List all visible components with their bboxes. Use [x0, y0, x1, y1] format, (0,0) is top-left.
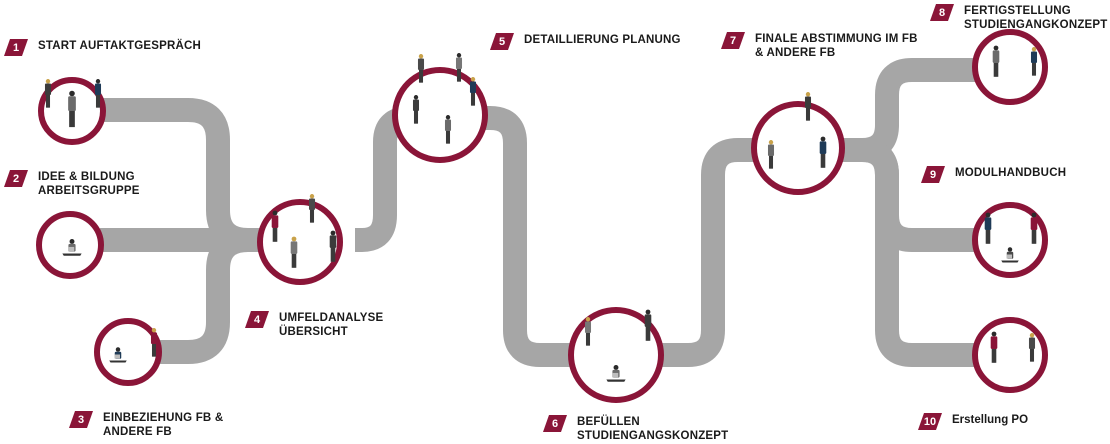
step-3: 3 EINBEZIEHUNG FB &ANDERE FB [69, 411, 223, 439]
person-standing-woman-icon [308, 194, 316, 223]
person-standing-man-icon [94, 79, 102, 108]
step-badge: 2 [4, 170, 28, 187]
step-10: 10 Erstellung PO [918, 413, 1028, 430]
person-standing-man-icon [990, 331, 998, 363]
node-ring [972, 317, 1048, 393]
person-standing-man-icon [984, 212, 992, 244]
connector-6-7 [660, 138, 760, 367]
step-label: Erstellung PO [952, 414, 1029, 426]
person-standing-man-icon [68, 90, 76, 128]
person-standing-woman-icon [1028, 333, 1036, 362]
connector-7-10 [861, 138, 980, 367]
node-ring [972, 202, 1048, 278]
person-standing-man-icon [1030, 212, 1038, 244]
connector-5-6 [478, 106, 580, 367]
step-badge: 5 [490, 33, 514, 50]
step-label: MODULHANDBUCH [955, 167, 1067, 179]
step-badge: 4 [245, 311, 269, 328]
node-ring [94, 318, 162, 386]
step-label: DETAILLIERUNG PLANUNG [524, 34, 681, 46]
connector-3-4 [160, 228, 249, 364]
step-9: 9 MODULHANDBUCH [921, 166, 1066, 183]
node-8 [972, 29, 1048, 105]
person-standing-woman-icon [290, 236, 298, 268]
step-1: 1 START AUFTAKTGESPRÄCH [4, 39, 201, 56]
node-7 [751, 92, 845, 195]
person-standing-man-icon [271, 210, 279, 242]
person-standing-man-icon [329, 230, 337, 262]
person-sitting-laptop-icon [606, 364, 626, 382]
step-badge: 6 [543, 415, 567, 432]
step-badge: 3 [69, 411, 93, 428]
step-label: START AUFTAKTGESPRÄCH [38, 40, 202, 52]
person-standing-woman-icon [417, 54, 425, 83]
step-badge: 9 [921, 166, 945, 183]
person-sitting-laptop-icon [62, 238, 82, 256]
person-standing-man-icon [992, 45, 1000, 77]
node-3 [94, 318, 162, 386]
node-ring [972, 29, 1048, 105]
node-1 [38, 77, 106, 145]
person-standing-woman-icon [150, 328, 158, 357]
node-9 [972, 202, 1048, 278]
person-standing-woman-icon [584, 317, 592, 346]
node-ring [568, 307, 664, 403]
person-standing-man-icon [444, 115, 452, 144]
node-5 [392, 53, 488, 163]
step-badge: 7 [721, 32, 745, 49]
node-4 [257, 194, 343, 285]
step-label: FINALE ABSTIMMUNG IM FB& ANDERE FB [755, 33, 918, 59]
person-sitting-laptop-icon [109, 347, 127, 363]
person-standing-woman-icon [469, 77, 477, 106]
node-ring [257, 199, 343, 285]
person-sitting-laptop-icon [1001, 247, 1019, 263]
step-label: EINBEZIEHUNG FB &ANDERE FB [103, 412, 224, 438]
node-6 [568, 307, 664, 403]
step-badge: 10 [918, 413, 942, 430]
person-standing-woman-icon [804, 92, 812, 121]
step-7: 7 FINALE ABSTIMMUNG IM FB& ANDERE FB [721, 32, 918, 60]
step-badge: 1 [4, 39, 28, 56]
person-standing-woman-icon [767, 140, 775, 169]
node-ring [392, 67, 488, 163]
person-standing-man-icon [819, 136, 827, 168]
person-standing-woman-icon [1030, 47, 1038, 76]
node-ring [751, 101, 845, 195]
step-5: 5 DETAILLIERUNG PLANUNG [490, 33, 681, 50]
node-10 [972, 317, 1048, 393]
person-standing-woman-icon [44, 79, 52, 108]
person-standing-man-icon [455, 53, 463, 82]
step-badge: 8 [930, 4, 954, 21]
person-standing-man-icon [644, 309, 652, 341]
node-2 [36, 211, 104, 279]
person-standing-man-icon [412, 95, 420, 124]
